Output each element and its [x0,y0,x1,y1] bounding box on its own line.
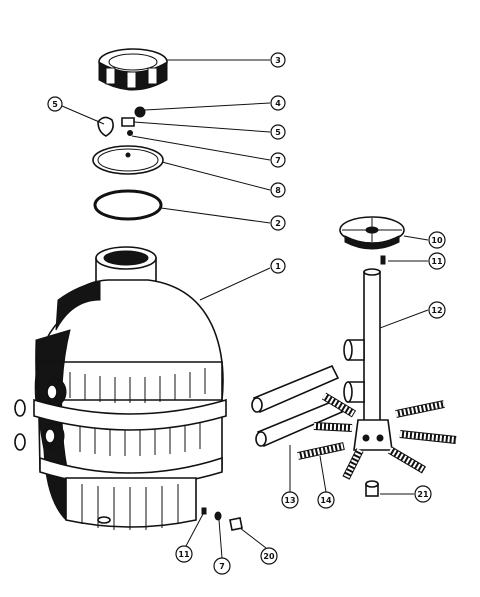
svg-text:4: 4 [275,99,281,108]
callout-12: 12 [428,301,446,319]
callout-4: 4 [270,95,286,111]
callout-7-top: 7 [270,152,286,168]
callout-3: 3 [270,52,286,68]
callout-5-left: 5 [47,96,63,112]
callout-7-bottom: 7 [213,557,231,575]
svg-text:8: 8 [275,186,281,195]
drain-cap-part [365,480,379,497]
filter-tank-part [14,246,227,530]
callout-11-top: 11 [428,252,446,270]
svg-text:20: 20 [263,552,275,561]
svg-text:3: 3 [275,56,281,65]
svg-text:21: 21 [417,490,429,499]
vent-fittings-part [97,106,146,137]
pin-part [380,255,386,265]
svg-text:11: 11 [431,257,443,266]
callout-11-bottom: 11 [175,545,193,563]
svg-text:10: 10 [431,236,443,245]
svg-text:7: 7 [275,156,281,165]
svg-text:7: 7 [219,562,225,571]
callout-2: 2 [270,215,286,231]
locking-ring-part [98,48,168,91]
lateral-pipes-part [251,364,344,448]
callout-8: 8 [270,182,286,198]
svg-text:2: 2 [275,219,281,228]
svg-text:13: 13 [284,496,295,505]
svg-text:1: 1 [275,262,281,271]
svg-text:11: 11 [178,550,190,559]
diffuser-plate-part [339,216,405,250]
callout-14: 14 [317,491,335,509]
callout-1: 1 [270,258,286,274]
svg-text:12: 12 [431,306,442,315]
callout-13: 13 [281,491,299,509]
standpipe-hub-part [343,268,393,451]
drain-fittings-part [201,507,243,531]
callout-10: 10 [428,231,446,249]
leader-lines [61,59,429,559]
cover-plate-part [92,145,164,175]
callout-21: 21 [414,485,432,503]
callout-20: 20 [260,547,278,565]
svg-text:5: 5 [52,100,58,109]
svg-text:5: 5 [275,128,281,137]
svg-text:14: 14 [320,496,332,505]
callout-5-right: 5 [270,124,286,140]
o-ring-part [93,189,163,221]
laterals-part [297,392,457,480]
